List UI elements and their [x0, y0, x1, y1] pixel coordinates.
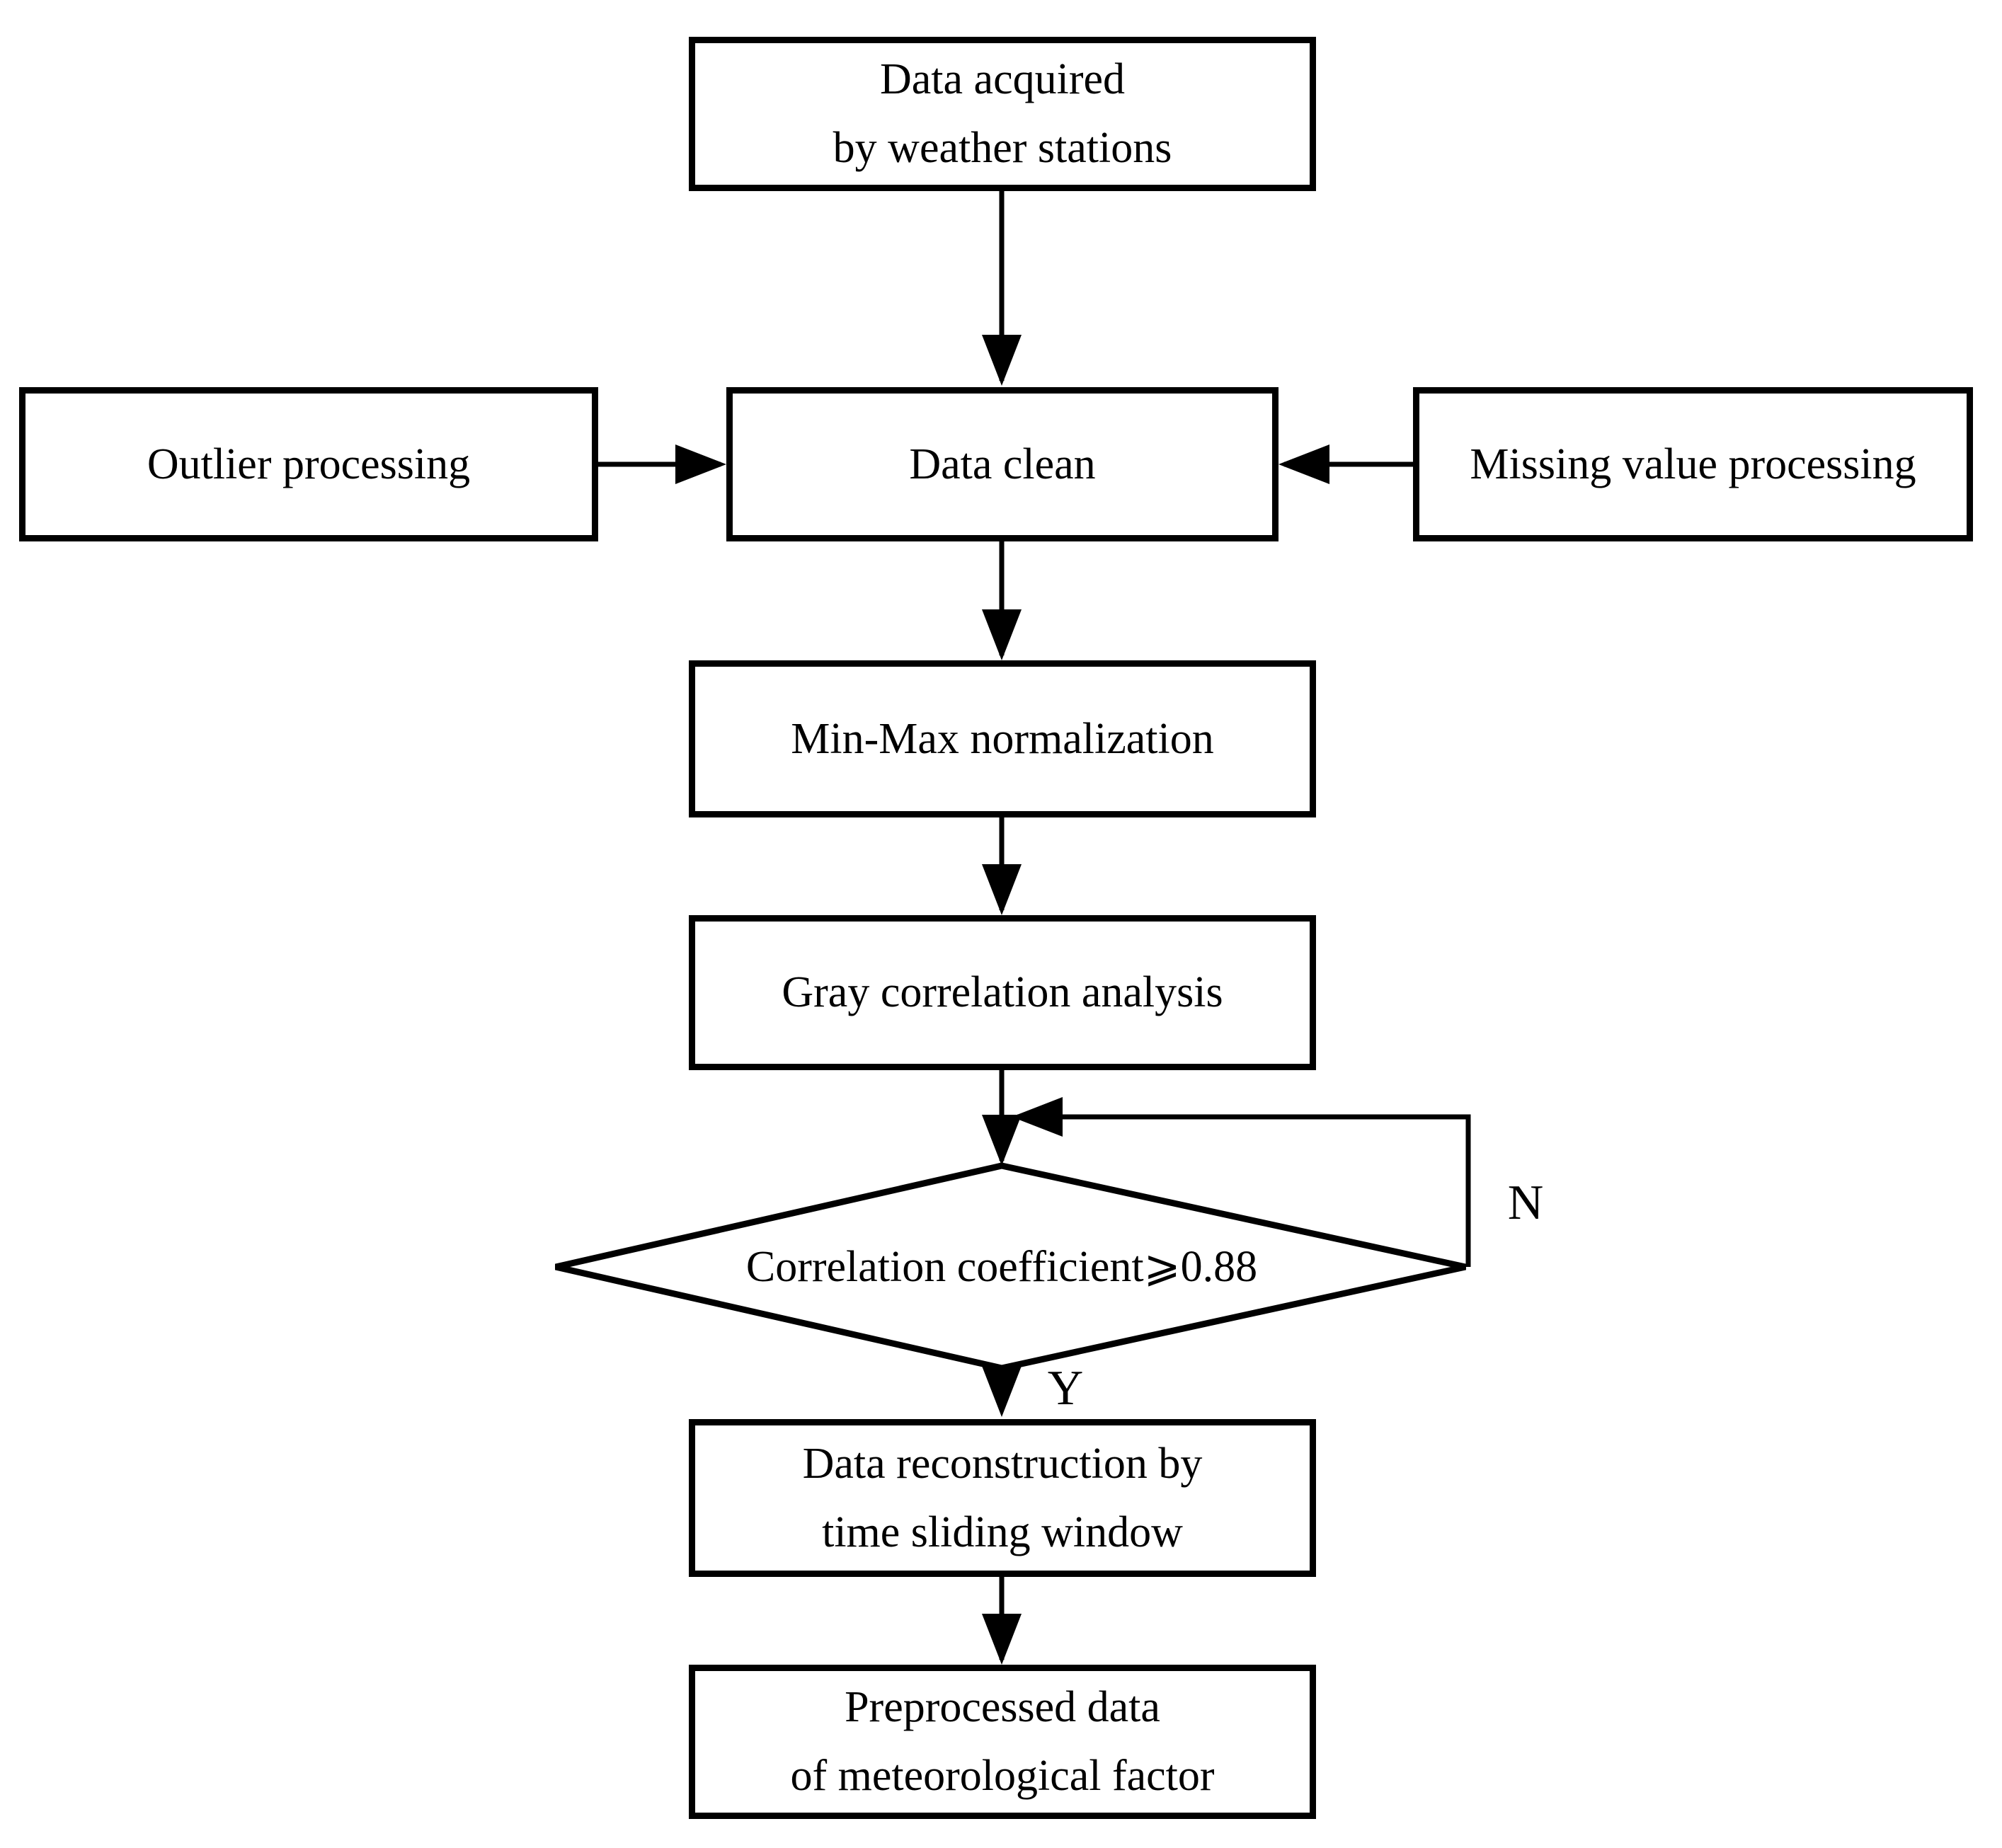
- node-outlier-processing: Outlier processing: [19, 387, 598, 541]
- node-data-clean: Data clean: [726, 387, 1279, 541]
- arrowhead-clean-to-minmax: [982, 609, 1022, 660]
- node-data-reconstruction-line2: time sliding window: [822, 1508, 1183, 1556]
- node-missing-value-processing: Missing value processing: [1413, 387, 1973, 541]
- arrowhead-missing-to-clean: [1279, 444, 1329, 484]
- node-weather-station-line2: by weather stations: [833, 124, 1172, 172]
- node-weather-station: Data acquired by weather stations: [689, 37, 1316, 191]
- node-min-max-normalization-label: Min-Max normalization: [791, 714, 1214, 763]
- node-gray-correlation-analysis-label: Gray correlation analysis: [782, 968, 1223, 1016]
- edge-label-no: N: [1507, 1176, 1544, 1230]
- edge-label-yes: Y: [1047, 1361, 1084, 1416]
- node-missing-value-processing-label: Missing value processing: [1470, 440, 1916, 488]
- node-gray-correlation-analysis: Gray correlation analysis: [689, 915, 1316, 1070]
- node-data-reconstruction: Data reconstruction by time sliding wind…: [689, 1419, 1316, 1577]
- arrowhead-decision-to-reconstruction: [982, 1366, 1022, 1417]
- arrowhead-feedback-no: [1012, 1097, 1063, 1137]
- arrowhead-minmax-to-gray: [982, 864, 1022, 915]
- feedback-no-loop-line: [1017, 1114, 1471, 1267]
- node-min-max-normalization: Min-Max normalization: [689, 660, 1316, 817]
- node-preprocessed-data: Preprocessed data of meteorological fact…: [689, 1665, 1316, 1819]
- node-preprocessed-data-line1: Preprocessed data: [845, 1683, 1160, 1731]
- node-outlier-processing-label: Outlier processing: [147, 440, 471, 488]
- arrowhead-reconstruction-to-preprocessed: [982, 1614, 1022, 1665]
- arrowhead-gray-to-decision: [982, 1115, 1022, 1166]
- node-data-clean-label: Data clean: [909, 440, 1096, 488]
- node-decision-label: Correlation coefficient⩾0.88: [745, 1243, 1258, 1291]
- node-preprocessed-data-line2: of meteorological factor: [790, 1752, 1215, 1800]
- arrowhead-weather-to-clean: [982, 335, 1022, 386]
- arrowhead-outlier-to-clean: [675, 444, 726, 484]
- node-weather-station-line1: Data acquired: [880, 55, 1125, 103]
- node-data-reconstruction-line1: Data reconstruction by: [802, 1439, 1203, 1488]
